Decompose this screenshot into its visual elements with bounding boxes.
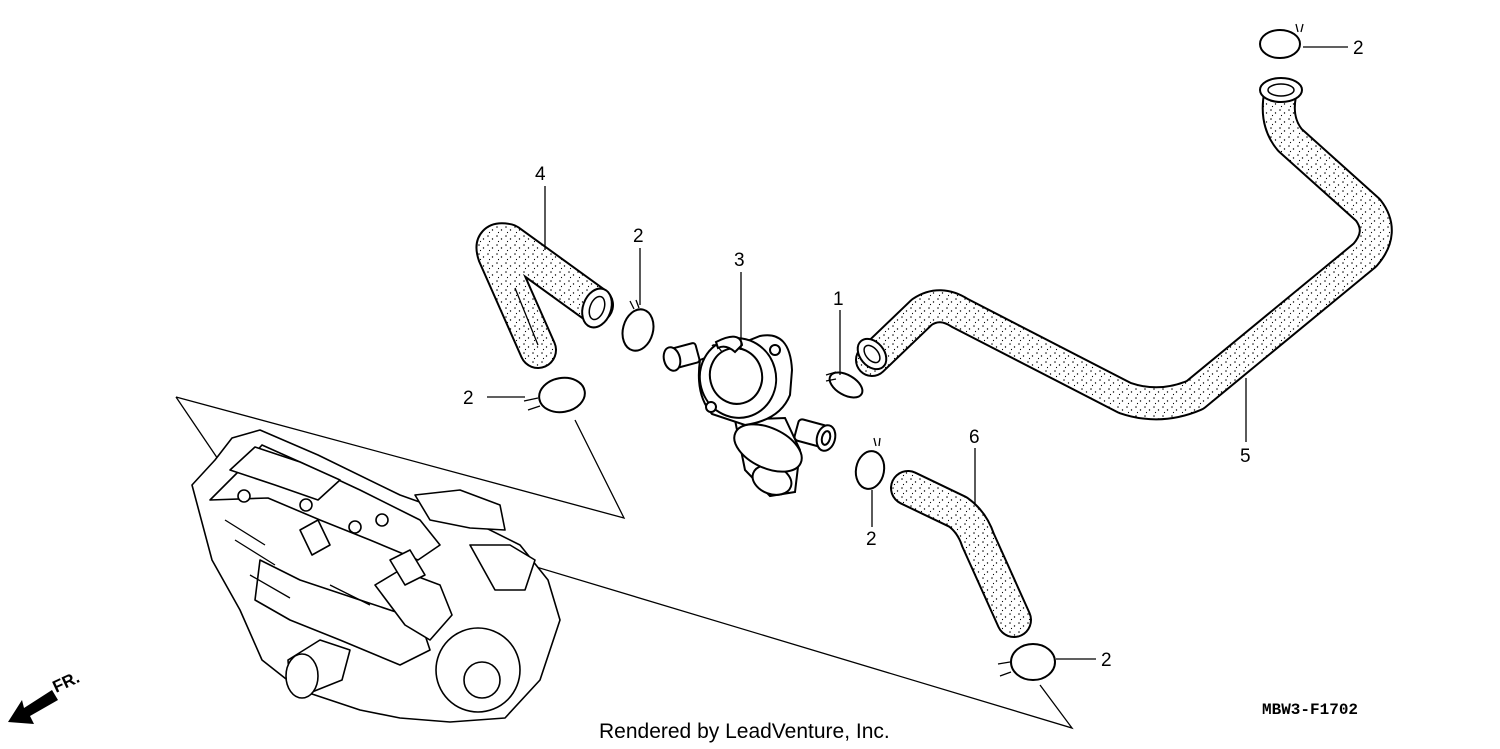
engine-assembly — [191, 429, 561, 723]
callout-hose-5: 5 — [1240, 446, 1251, 467]
front-direction-arrow-icon: FR. — [8, 668, 83, 724]
callout-valve-3: 3 — [734, 250, 745, 271]
clip-top-right[interactable] — [1259, 23, 1304, 59]
clip-under-valve[interactable] — [853, 437, 887, 491]
callout-clip-under-valve: 2 — [866, 529, 877, 550]
valve-3[interactable] — [661, 330, 838, 500]
callout-clip-top-right: 2 — [1353, 38, 1364, 59]
callout-clip-above-valve: 2 — [633, 226, 644, 247]
guide-lines — [175, 396, 1074, 730]
callout-ring-1: 1 — [833, 289, 844, 310]
callout-hose-6: 6 — [969, 427, 980, 448]
hose-5[interactable] — [852, 77, 1393, 421]
callout-clip-left: 2 — [463, 388, 474, 409]
callout-labels: 2 4 2 3 1 2 6 5 2 2 — [463, 38, 1364, 671]
diagram-code: MBW3-F1702 — [1262, 701, 1358, 719]
direction-label: FR. — [50, 668, 83, 697]
callout-hose-4: 4 — [535, 164, 546, 185]
clip-left[interactable] — [523, 374, 588, 415]
credit-text: Rendered by LeadVenture, Inc. — [599, 720, 890, 743]
clip-bottom-right[interactable] — [997, 643, 1056, 681]
hose-6[interactable] — [890, 470, 1032, 638]
leader-lines — [487, 46, 1348, 660]
ring-1[interactable] — [825, 367, 866, 402]
clip-above-valve[interactable] — [618, 299, 658, 354]
callout-clip-bottom-right: 2 — [1101, 650, 1112, 671]
hose-4[interactable] — [475, 222, 617, 369]
